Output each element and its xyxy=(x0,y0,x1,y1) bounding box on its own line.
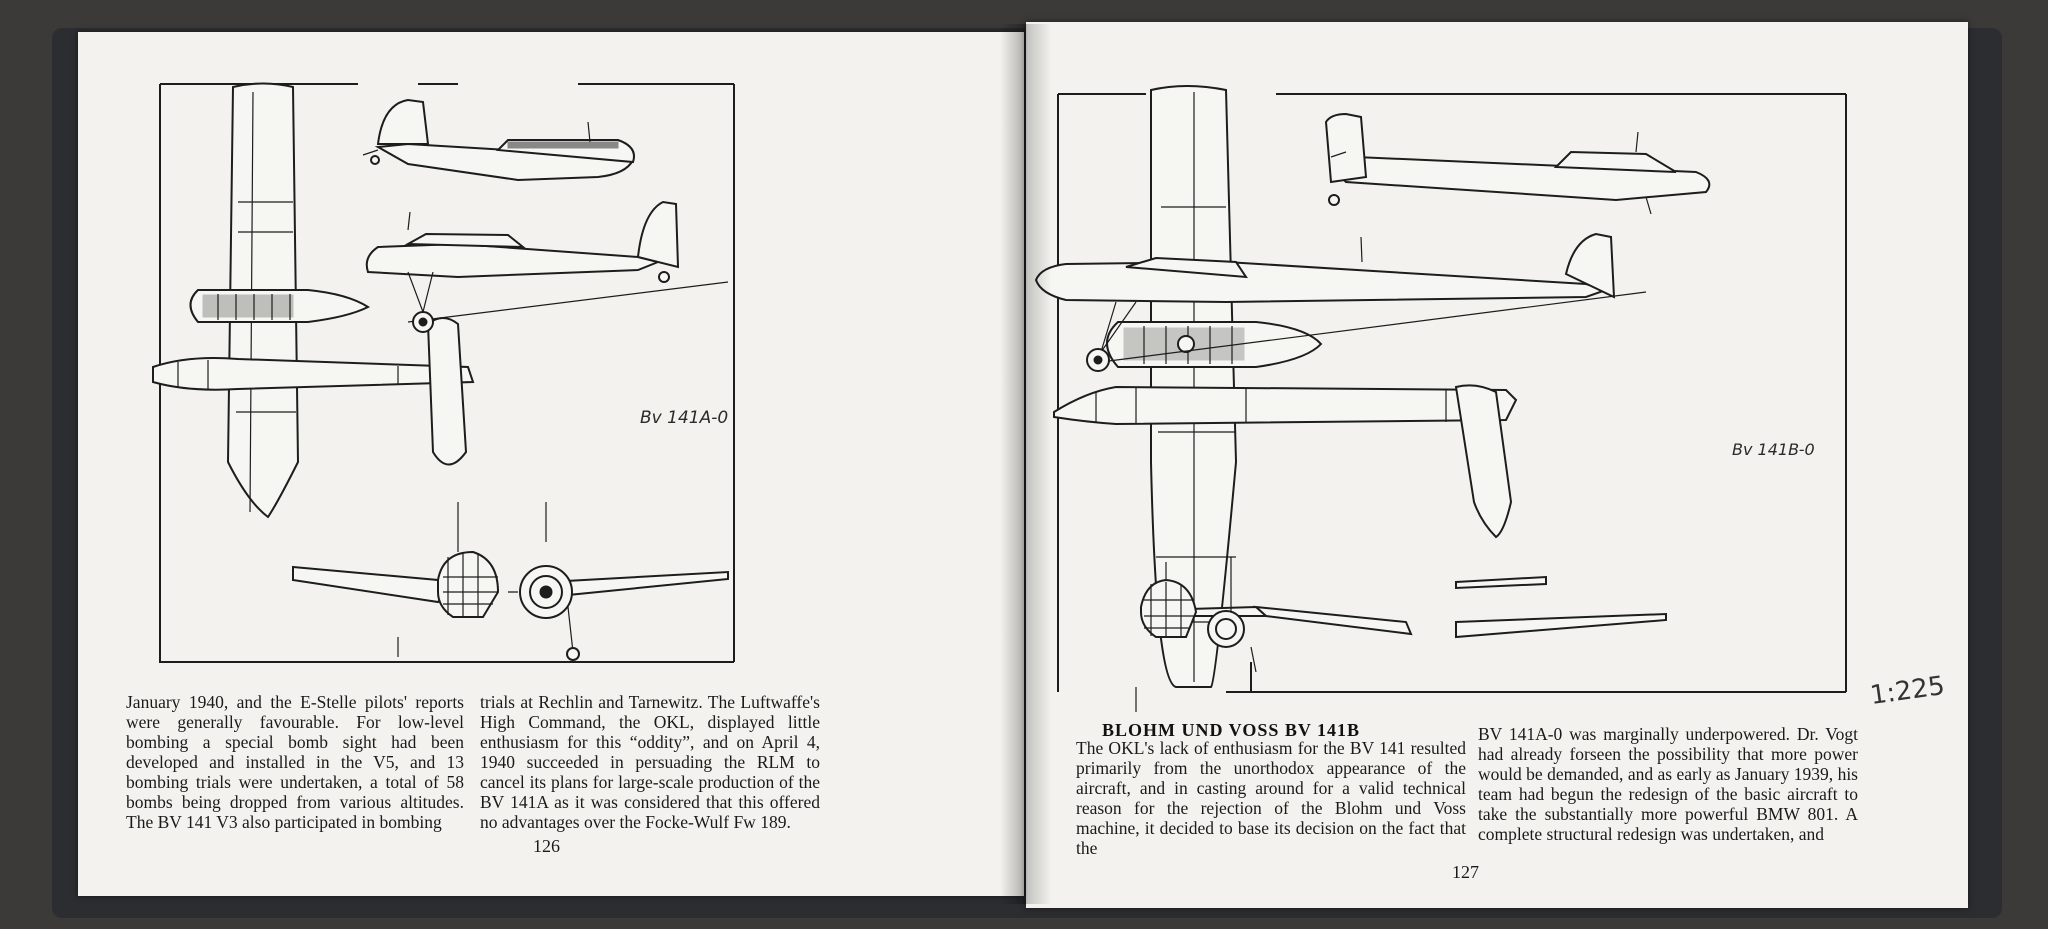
text-column-2: trials at Rechlin and Tarnewitz. The Luf… xyxy=(480,692,820,832)
paragraph-text: BV 141A-0 was marginally underpowered. D… xyxy=(1478,724,1858,844)
drawing-caption: Bv 141B-0 xyxy=(1732,440,1815,459)
paragraph-text: January 1940, and the E-Stelle pilots' r… xyxy=(126,692,464,832)
bv141b-three-view-drawing xyxy=(1034,85,1847,712)
paragraph-text: The OKL's lack of enthusiasm for the BV … xyxy=(1076,738,1466,858)
page-number: 127 xyxy=(1452,862,1479,882)
left-page: Bv 141A-0 January 1940, and the E-Stelle… xyxy=(78,32,1024,896)
paragraph-text: trials at Rechlin and Tarnewitz. The Luf… xyxy=(480,692,820,832)
text-column-2: BV 141A-0 was marginally underpowered. D… xyxy=(1478,724,1858,844)
text-column-1: January 1940, and the E-Stelle pilots' r… xyxy=(126,692,464,832)
bv141a-three-view-drawing xyxy=(152,82,735,663)
text-column-1: The OKL's lack of enthusiasm for the BV … xyxy=(1076,738,1466,858)
drawing-caption: Bv 141A-0 xyxy=(640,408,729,428)
page-number: 126 xyxy=(533,836,560,856)
right-page: Bv 141B-0 1:225 BLOHM UND VOSS BV 141B T… xyxy=(1026,22,1968,908)
section-heading: BLOHM UND VOSS BV 141B xyxy=(1102,720,1361,740)
